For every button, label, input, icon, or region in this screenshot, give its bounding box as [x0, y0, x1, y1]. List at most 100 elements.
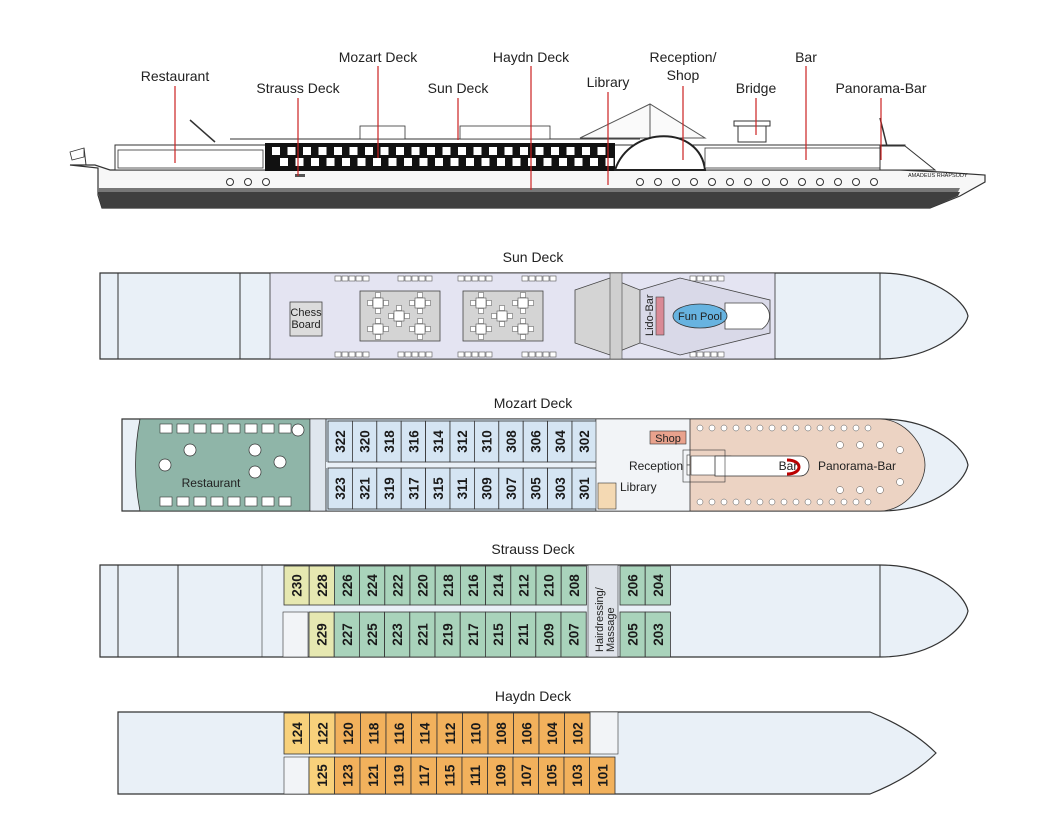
cabin-108 [487, 712, 514, 755]
cabin-304 [547, 420, 573, 463]
cabin-114 [411, 712, 438, 755]
restaurant-table [278, 496, 292, 507]
cabin-window [427, 147, 435, 155]
sun-lounger [478, 351, 486, 358]
cabin-103 [563, 756, 590, 795]
porthole [798, 178, 806, 186]
porthole [744, 178, 752, 186]
cabin-229 [308, 611, 335, 658]
sun-lounger [464, 351, 472, 358]
cabin-window [458, 147, 466, 155]
profile-label-reception: Reception/ [650, 49, 717, 65]
cabin-window [303, 147, 311, 155]
cabin-307 [498, 467, 524, 510]
cabin-number: 123 [340, 764, 355, 787]
sun-lounger [703, 351, 711, 358]
profile-label-bridge: Bridge [736, 80, 777, 96]
panorama-bar-seating [696, 424, 904, 506]
chair [491, 313, 497, 319]
restaurant-table [193, 496, 207, 507]
table [393, 310, 405, 322]
cabin-315 [425, 467, 451, 510]
cabin-225 [358, 611, 385, 658]
sun-deck-title: Sun Deck [503, 249, 565, 265]
chair [375, 308, 381, 314]
chair [520, 334, 526, 340]
cabin-321 [351, 467, 378, 510]
cabin-window [419, 158, 428, 166]
cabin-number: 229 [315, 623, 330, 646]
cabin-window [404, 158, 412, 166]
chair [425, 300, 431, 306]
cabin-number: 225 [365, 623, 380, 646]
cabin-206 [619, 565, 646, 606]
profile-label-bar: Bar [795, 49, 817, 65]
profile-label-shop: Shop [667, 67, 700, 83]
cabin-number: 307 [504, 477, 519, 500]
restaurant-table [210, 496, 224, 507]
chair [417, 334, 423, 340]
chair [486, 300, 492, 306]
sun-lounger [348, 351, 356, 358]
cabin-window [605, 158, 614, 166]
library [597, 482, 617, 510]
cabin-number: 222 [390, 574, 405, 597]
porthole [654, 178, 662, 186]
cabin-number: 308 [504, 430, 519, 453]
cabin-214 [485, 565, 512, 606]
bar-seat [696, 424, 704, 432]
restaurant-table [244, 496, 258, 507]
table [496, 310, 508, 322]
chess-label-1: Chess [290, 307, 322, 319]
bar-seat [744, 424, 752, 432]
sun-lounger [542, 351, 550, 358]
strauss-deck-title: Strauss Deck [491, 541, 575, 557]
cabin-311 [449, 467, 475, 510]
lido-bar [655, 296, 665, 336]
cabin-number: 122 [315, 722, 330, 745]
restaurant-label: Restaurant [182, 476, 241, 490]
cabin-110 [462, 712, 489, 755]
chair [520, 292, 526, 298]
bar-seat [708, 424, 716, 432]
cabin-230 [283, 565, 310, 606]
cabin-number: 211 [516, 623, 531, 645]
profile-label-restaurant: Restaurant [141, 68, 210, 84]
shop-label: Shop [655, 433, 681, 445]
cabin-number: 314 [431, 430, 446, 453]
restaurant-table [278, 423, 292, 434]
cabin-number: 103 [570, 764, 585, 787]
cabin-number: 110 [468, 723, 483, 745]
bar-seat [840, 424, 848, 432]
sun-lounger [418, 351, 426, 358]
chess-board [289, 301, 323, 337]
sun-lounger [710, 351, 718, 358]
cabin-111 [461, 756, 488, 795]
sun-lounger [689, 275, 697, 282]
profile-label-library: Library [587, 74, 630, 90]
cabin-number: 322 [333, 430, 348, 453]
cabin-112 [436, 712, 463, 755]
sun-lounger [717, 275, 725, 282]
sun-lounger [334, 351, 342, 358]
library-label: Library [620, 480, 657, 494]
bar-label: Bar [779, 459, 798, 473]
sun-lounger [528, 275, 536, 282]
sun-lounger [696, 351, 704, 358]
bar-seat [744, 498, 752, 506]
cabin-number: 124 [290, 722, 305, 745]
cabin-323 [327, 467, 353, 510]
cabin-number: 306 [528, 430, 543, 453]
sun-lounger [464, 275, 472, 282]
profile-label-sun-deck: Sun Deck [428, 80, 490, 96]
chair [470, 326, 476, 332]
sun-lounger [457, 275, 465, 282]
cabin-118 [360, 712, 387, 755]
sun-lounger [418, 275, 426, 282]
bar-seat [756, 498, 764, 506]
restaurant-table [210, 423, 224, 434]
cabin-215 [484, 611, 511, 658]
bar-seat [732, 498, 740, 506]
chair [375, 318, 381, 324]
